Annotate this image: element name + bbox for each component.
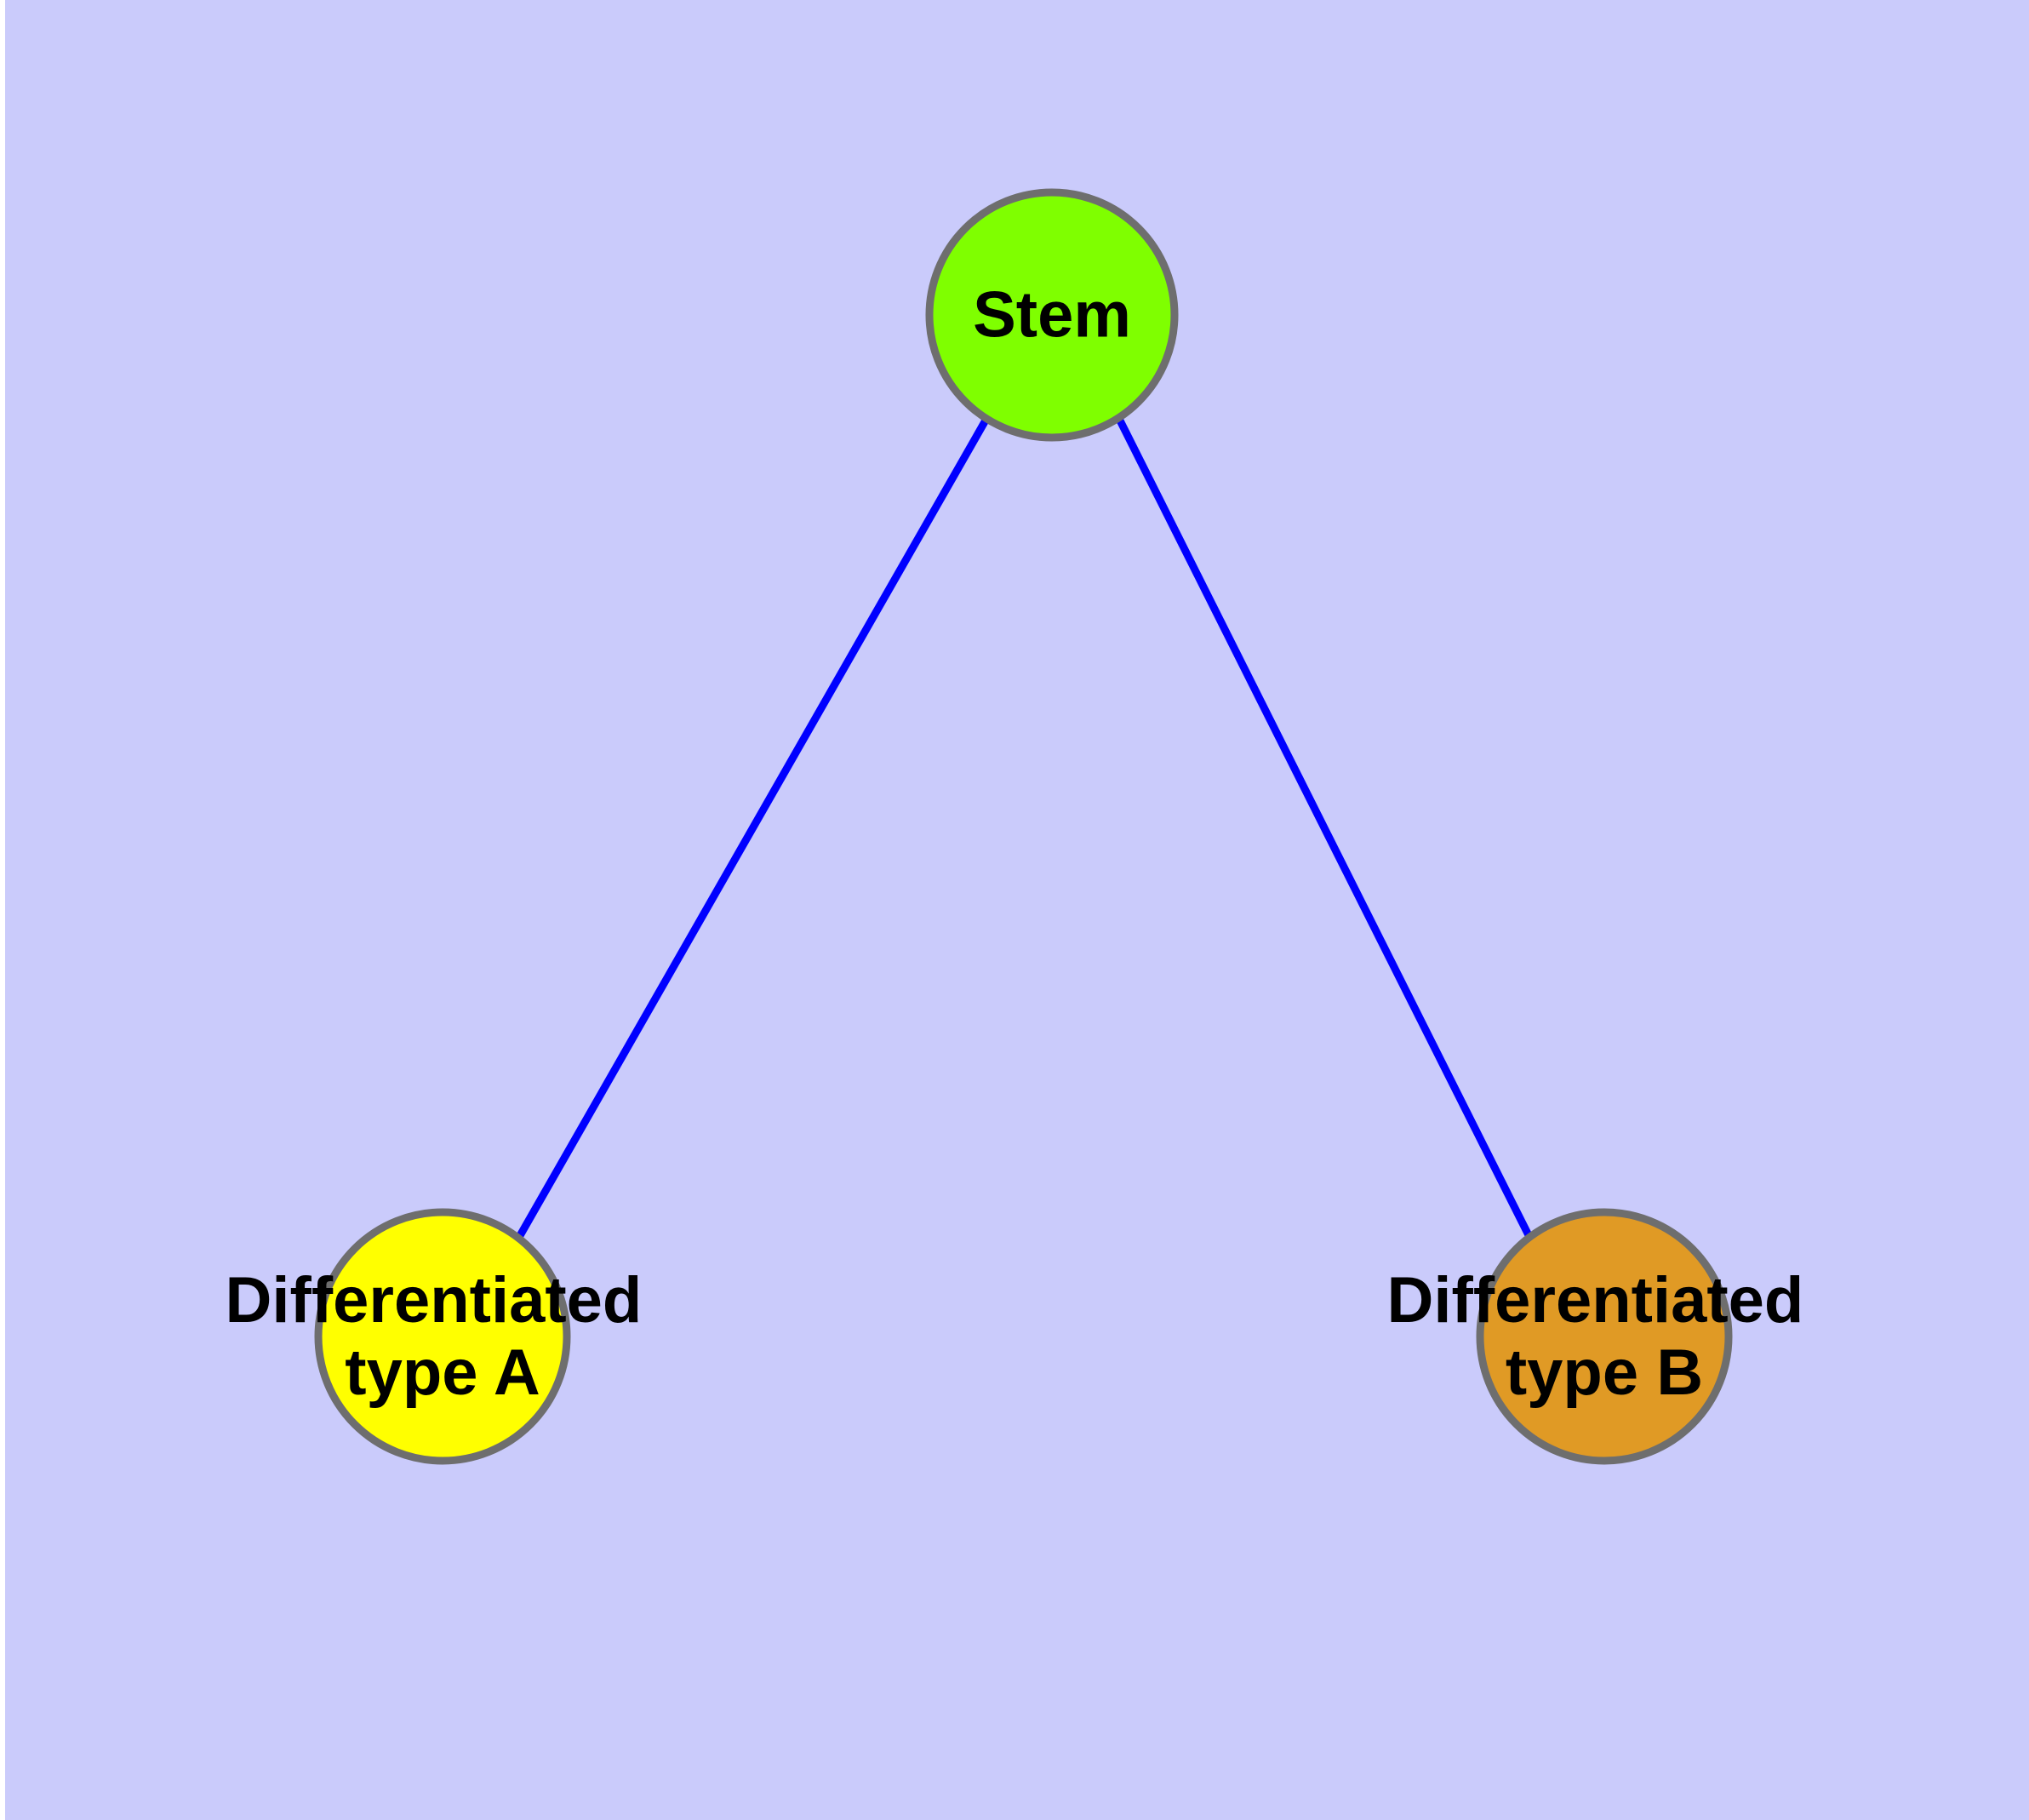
label-layer: Stem Differentiated type A Differentiate… [226, 279, 1822, 1410]
edge-stem-to-diff-a[interactable] [515, 416, 990, 1241]
node-diff-b[interactable] [1476, 1208, 1733, 1465]
node-diff-b-label-line2: type B [1506, 1336, 1703, 1409]
node-stem-label-line1: Stem [973, 279, 1131, 352]
node-diff-a[interactable] [314, 1208, 571, 1465]
node-stem[interactable] [925, 188, 1179, 442]
node-diff-a-label: Differentiated type A [226, 1260, 660, 1410]
node-layer [314, 188, 1733, 1465]
node-diff-a-label-line1: Differentiated [226, 1264, 643, 1336]
node-stem-label: Stem [973, 279, 1131, 352]
node-stem-circle[interactable] [925, 188, 1179, 442]
node-diff-b-circle[interactable] [1476, 1208, 1733, 1465]
edge-layer [515, 416, 1535, 1241]
node-diff-a-circle[interactable] [314, 1208, 571, 1465]
node-diff-b-label: Differentiated type B [1387, 1260, 1822, 1410]
node-diff-a-label-line2: type A [345, 1336, 540, 1409]
edge-stem-to-diff-b[interactable] [1115, 416, 1535, 1241]
node-diff-b-label-line1: Differentiated [1387, 1264, 1804, 1336]
